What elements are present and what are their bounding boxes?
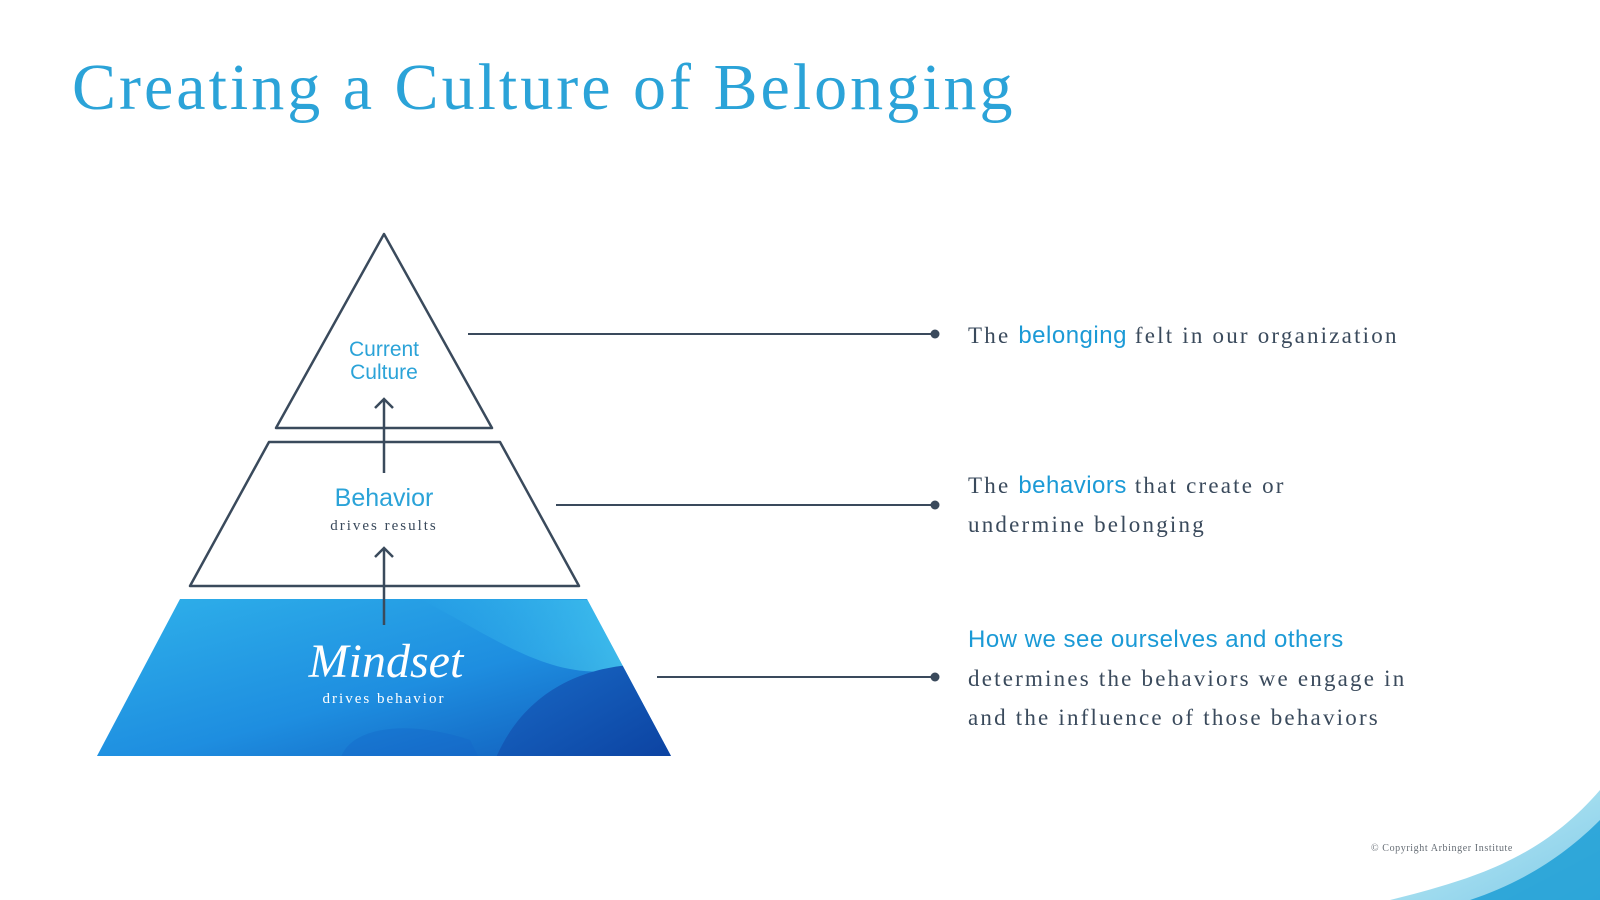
description-line: The behaviors that create or [968,466,1286,505]
pyramid-middle-tier [188,440,581,588]
top-tier-label-line1: Current [349,338,419,361]
description-behavior: The behaviors that create or undermine b… [968,466,1286,544]
connector-line-behavior [556,500,940,510]
description-text: that create or [1126,473,1286,498]
description-text: felt in our organization [1126,323,1399,348]
arrow-up-icon [374,546,394,625]
description-text: The [968,323,1019,348]
description-culture: The belonging felt in our organization [968,316,1399,355]
description-line: and the influence of those behaviors [968,705,1380,730]
connector-line-mindset [657,672,940,682]
description-line: undermine belonging [968,512,1206,537]
description-text: The [968,473,1019,498]
description-highlight: belonging [1018,322,1127,349]
base-tier-sublabel: drives behavior [323,691,446,707]
description-highlight: behaviors [1018,472,1127,499]
top-tier-label-line2: Culture [350,361,418,384]
connector-line-culture [468,329,940,339]
copyright-notice: © Copyright Arbinger Institute [1371,843,1513,854]
slide-title: Creating a Culture of Belonging [72,51,1016,124]
middle-tier-sublabel: drives results [330,518,438,534]
description-line: determines the behaviors we engage in [968,666,1407,691]
description-mindset: How we see ourselves and others determin… [968,620,1406,737]
arrow-up-icon [374,397,394,473]
corner-wave-decoration [1390,790,1600,900]
base-tier-label: Mindset [308,635,465,688]
middle-tier-label: Behavior [335,484,434,512]
description-highlight: How we see ourselves and others [968,626,1344,653]
